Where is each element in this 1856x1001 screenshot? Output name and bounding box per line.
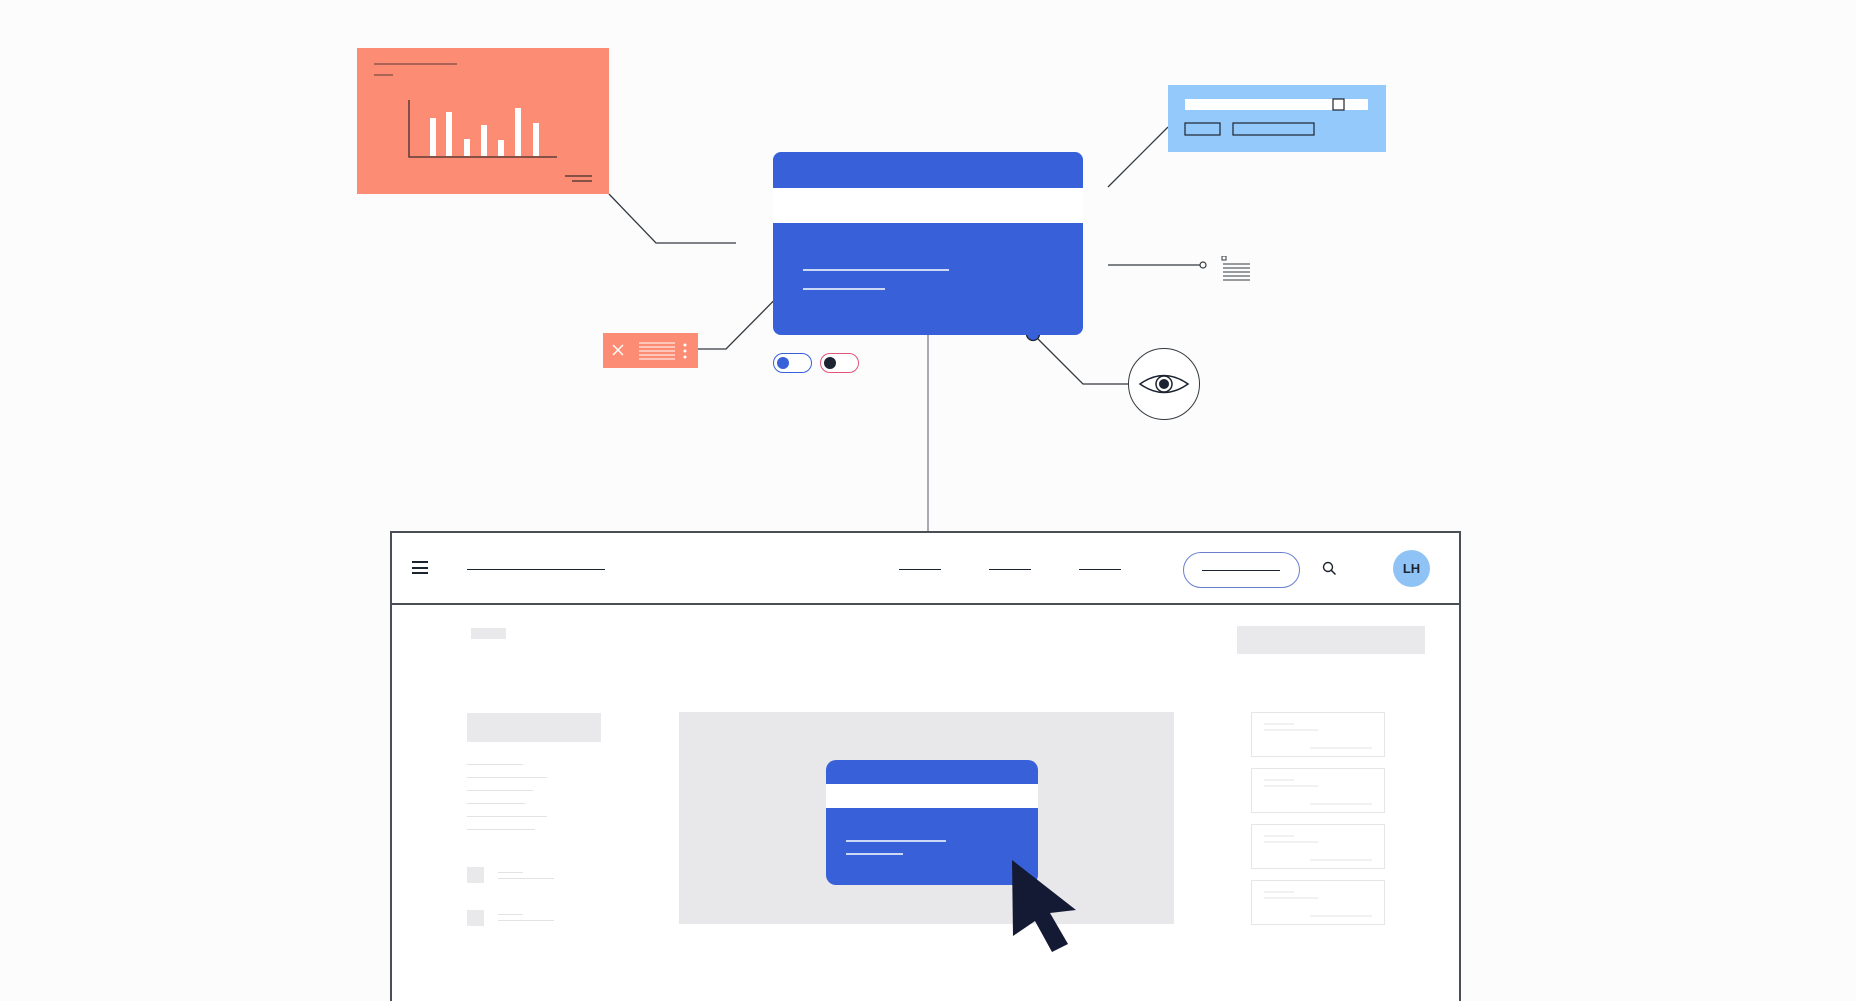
toggle-knob [777,357,789,369]
list-icon [1221,256,1250,281]
checkbox-placeholder[interactable] [467,867,484,883]
text-line [467,764,523,765]
card-text-lines [803,269,949,290]
checkbox-placeholder[interactable] [467,910,484,926]
side-list-lines [1264,891,1372,917]
visibility-toggle[interactable] [1128,348,1200,420]
side-list-lines [1264,835,1372,861]
heading-placeholder [467,713,601,742]
analytics-card [357,48,609,194]
side-list-item[interactable] [1251,768,1385,813]
text-line [498,872,523,873]
payment-card [773,152,1083,335]
text-line [467,829,535,830]
text-line [498,920,554,921]
payment-card-thumbnail[interactable] [826,760,1038,885]
side-list-lines [1264,723,1372,749]
close-icon [612,344,624,356]
nav-link-3[interactable] [1079,569,1121,570]
toggle-knob [824,357,836,369]
notification-chip[interactable] [603,333,698,368]
browser-window: LH [390,531,1461,1001]
toggle-on[interactable] [773,353,812,373]
text-line [467,790,533,791]
chip-content [612,342,687,360]
breadcrumb-placeholder [471,628,506,639]
side-list-lines [1264,779,1372,805]
text-line [498,914,523,915]
top-nav: LH [392,533,1459,605]
eye-icon [1138,374,1190,394]
bar-chart-icon [374,63,592,182]
nav-link-1[interactable] [899,569,941,570]
side-list-item[interactable] [1251,880,1385,925]
text-line [467,803,525,804]
card-stripe [826,784,1038,808]
text-line [498,878,554,879]
search-bar-placeholder [1237,626,1425,654]
card-text-lines [846,840,946,855]
text-line [467,777,547,778]
cursor-arrow-icon [1012,860,1076,952]
card-stripe [773,188,1083,223]
form-card [1168,85,1386,152]
user-avatar[interactable]: LH [1393,550,1430,587]
form-fields [1184,98,1368,136]
search-icon[interactable] [1322,561,1337,576]
site-title-placeholder [467,569,605,570]
side-list-item[interactable] [1251,712,1385,757]
toggle-off[interactable] [820,353,859,373]
nav-link-2[interactable] [989,569,1031,570]
hamburger-icon[interactable] [412,561,428,574]
nav-cta-button[interactable] [1183,552,1300,588]
checkbox-icon [1332,98,1345,111]
side-list-item[interactable] [1251,824,1385,869]
text-line [467,816,547,817]
